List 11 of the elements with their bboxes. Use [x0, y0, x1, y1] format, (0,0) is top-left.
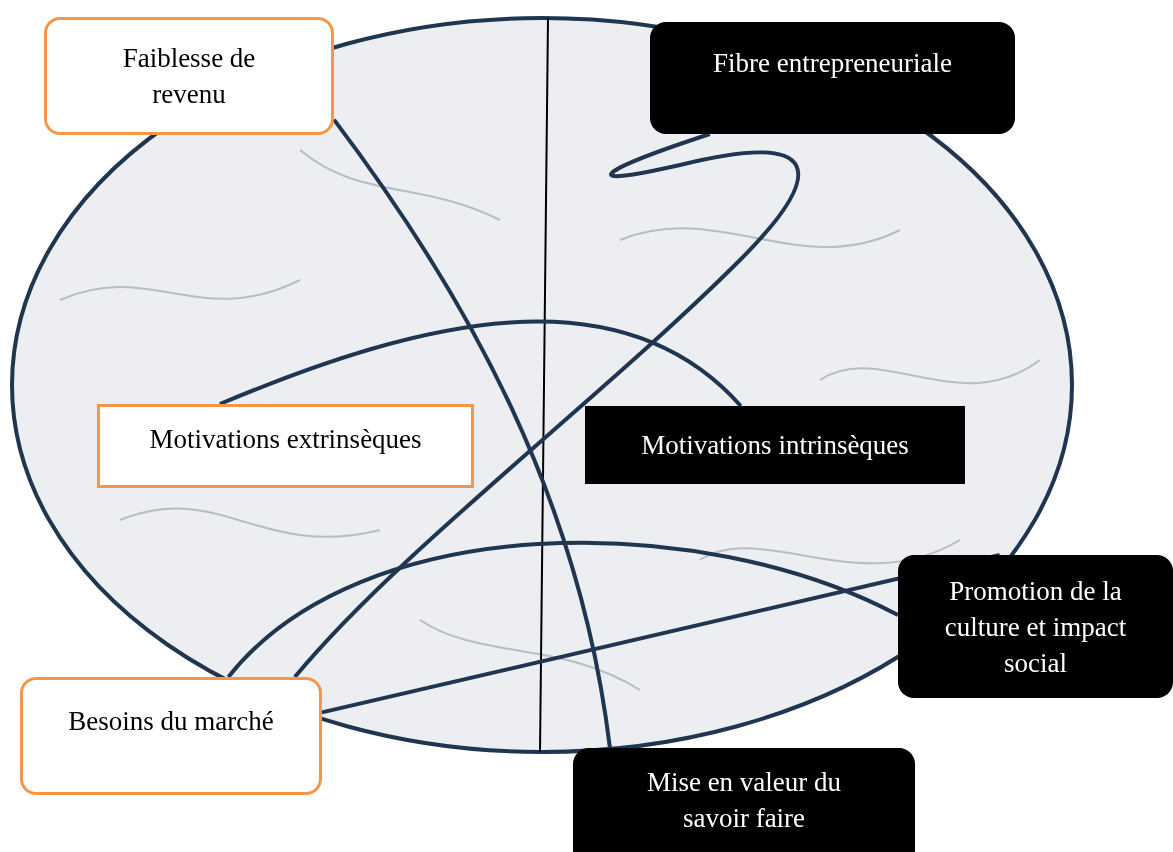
dark-label-box: Promotion de la culture et impact social: [898, 555, 1173, 698]
outlined-label-box: Faiblesse de revenu: [44, 17, 334, 135]
outlined-label-box: Motivations extrinsèques: [97, 404, 474, 488]
connector-curve: [293, 132, 800, 679]
dark-label-box: Mise en valeur du savoir faire: [573, 748, 915, 852]
connector-curve: [219, 319, 743, 408]
dark-label-box: Motivations intrinsèques: [585, 406, 965, 484]
connector-curve: [332, 118, 612, 749]
dark-label-box: Fibre entrepreneuriale: [650, 22, 1015, 134]
connector-curve: [226, 541, 899, 679]
outlined-label-box: Besoins du marché: [20, 677, 322, 795]
